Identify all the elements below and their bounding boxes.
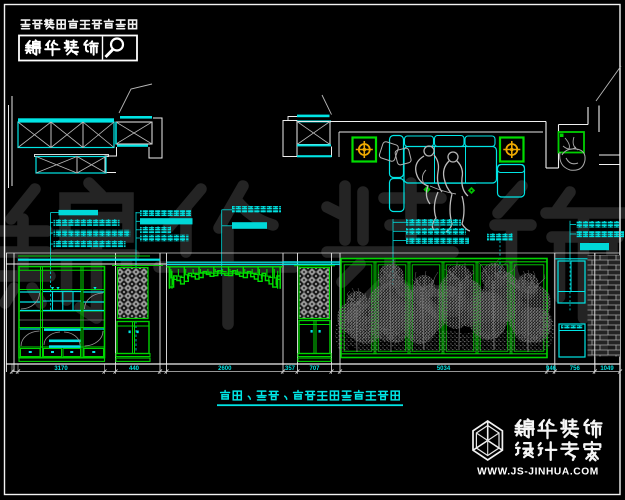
svg-text:946: 946 [546,366,557,372]
svg-text:2600: 2600 [218,366,232,372]
svg-text:756: 756 [570,366,581,372]
svg-text:440: 440 [129,366,140,372]
svg-text:707: 707 [309,366,320,372]
svg-text:357: 357 [285,366,296,372]
svg-text:5034: 5034 [437,366,451,372]
svg-text:WWW.JS-JINHUA.COM: WWW.JS-JINHUA.COM [477,467,599,478]
svg-text:1049: 1049 [600,366,614,372]
svg-text:3170: 3170 [54,366,68,372]
